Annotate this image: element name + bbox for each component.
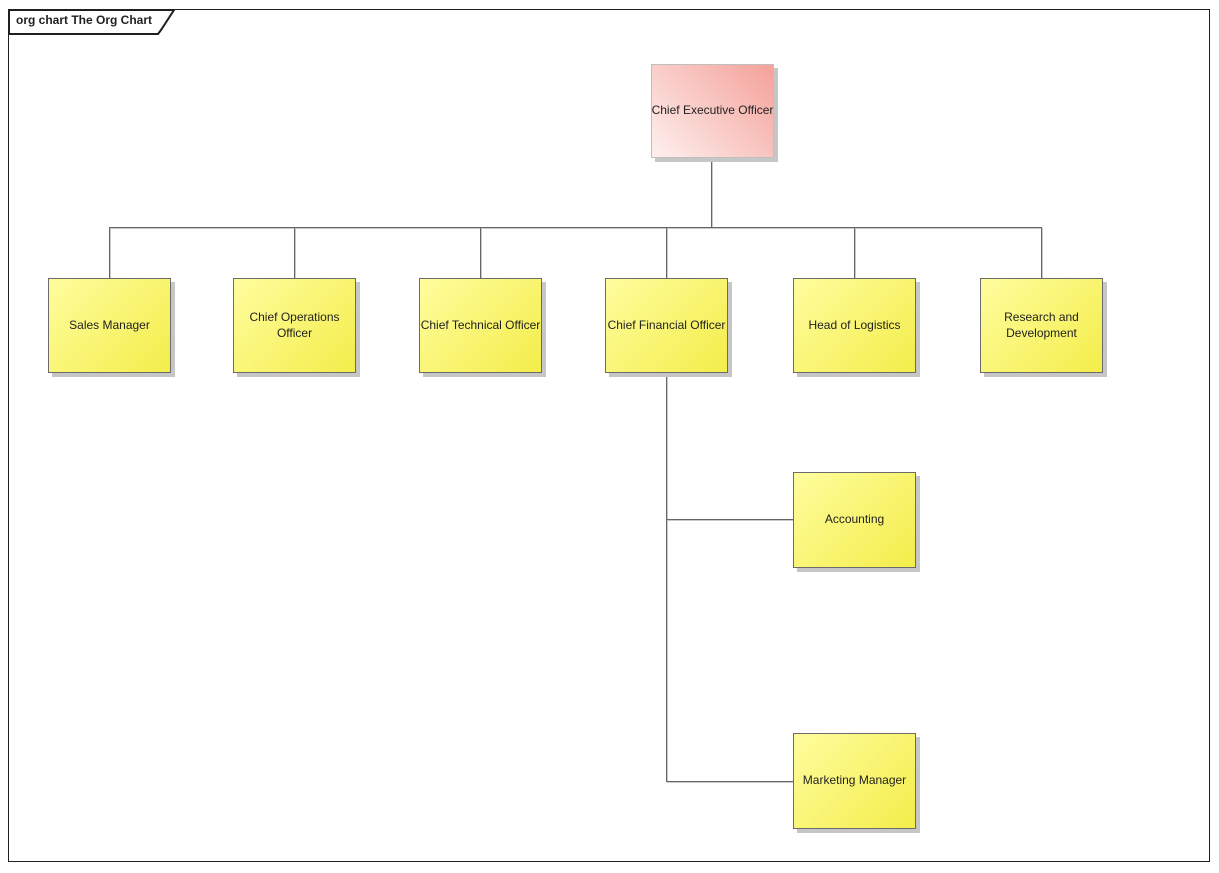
- org-node-chief-technical-officer[interactable]: Chief Technical Officer: [419, 278, 542, 373]
- org-node-chief-operations-officer[interactable]: Chief Operations Officer: [233, 278, 356, 373]
- diagram-tab-title: org chart The Org Chart: [16, 13, 153, 27]
- diagram-tab-shape: [8, 9, 176, 35]
- org-node-label: Head of Logistics: [808, 317, 901, 332]
- org-node-label: Marketing Manager: [802, 773, 907, 788]
- connector-drop-rnd: [1041, 227, 1042, 278]
- diagram-tab: [8, 9, 176, 35]
- org-node-label: Chief Technical Officer: [420, 317, 541, 332]
- connector-ceo-drop: [711, 158, 712, 228]
- connector-drop-financial: [666, 227, 667, 278]
- connector-drop-technical: [480, 227, 481, 278]
- org-node-chief-executive-officer[interactable]: Chief Executive Officer: [651, 64, 774, 158]
- org-node-research-and-development[interactable]: Research and Development: [980, 278, 1103, 373]
- diagram-frame: [8, 9, 1210, 862]
- org-node-label: Research and Development: [1004, 309, 1079, 340]
- connector-cfo-tail: [666, 373, 667, 781]
- connector-drop-logistics: [854, 227, 855, 278]
- org-node-chief-financial-officer[interactable]: Chief Financial Officer: [605, 278, 728, 373]
- connector-drop-operations: [294, 227, 295, 278]
- connector-branch-accounting: [666, 519, 793, 520]
- org-node-label: Sales Manager: [69, 317, 150, 332]
- org-node-label: Accounting: [824, 512, 885, 527]
- connector-bus: [109, 227, 1042, 228]
- org-node-head-of-logistics[interactable]: Head of Logistics: [793, 278, 916, 373]
- org-node-accounting[interactable]: Accounting: [793, 472, 916, 568]
- org-node-label: Chief Executive Officer: [651, 103, 774, 118]
- org-node-label: Chief Financial Officer: [607, 317, 726, 332]
- connector-drop-sales: [109, 227, 110, 278]
- org-node-sales-manager[interactable]: Sales Manager: [48, 278, 171, 373]
- org-node-marketing-manager[interactable]: Marketing Manager: [793, 733, 916, 829]
- connector-branch-marketing: [666, 781, 793, 782]
- org-node-label: Chief Operations Officer: [249, 309, 340, 340]
